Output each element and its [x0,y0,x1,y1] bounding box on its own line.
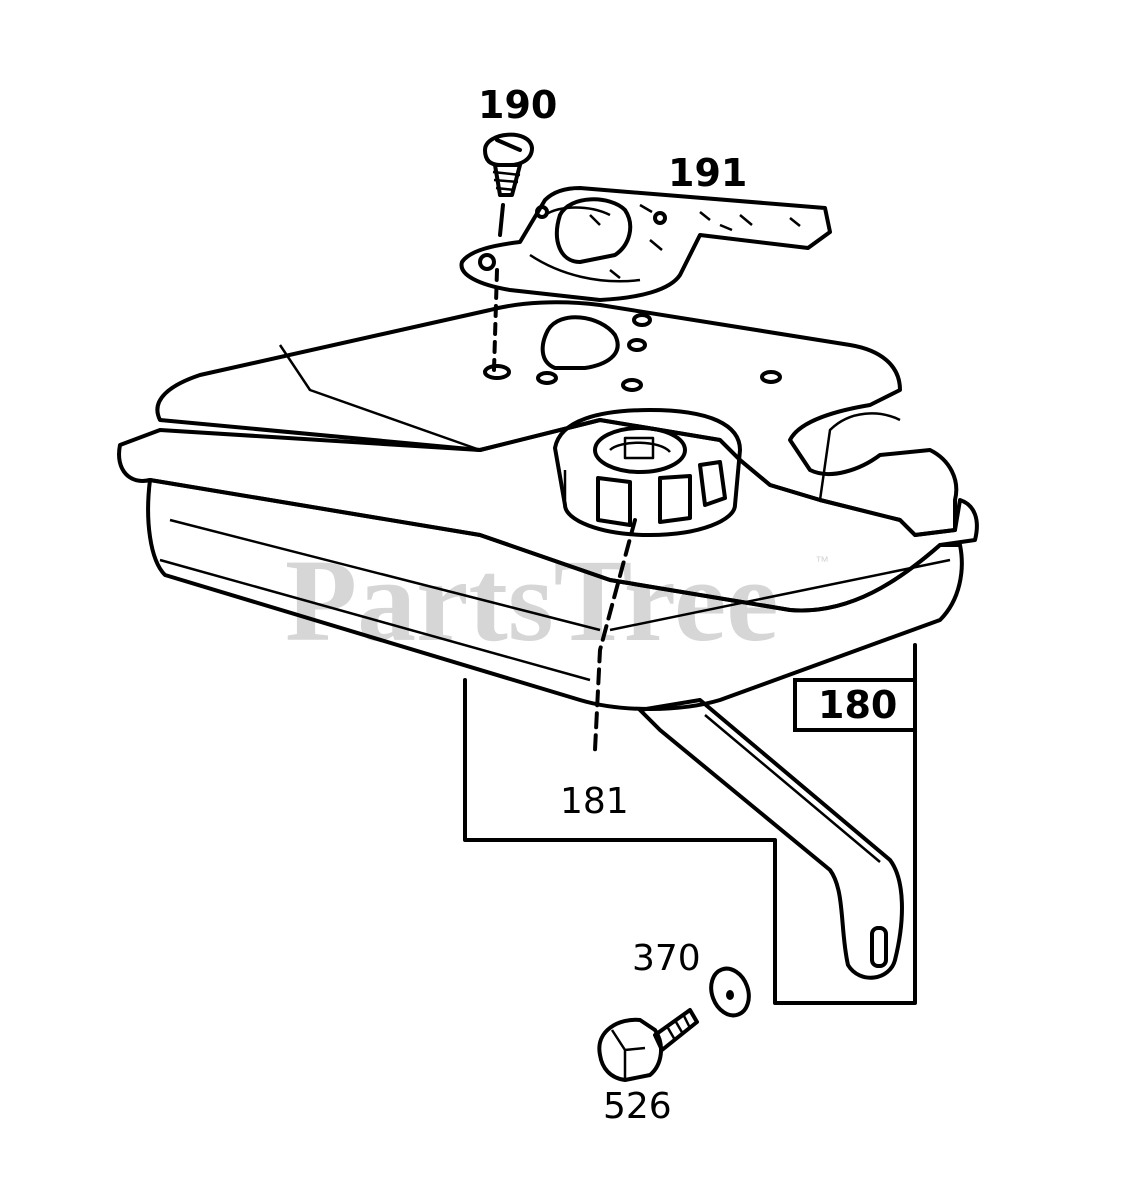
part-label-370: 370 [632,938,701,979]
tank-bracket-icon [638,698,904,980]
part-label-190: 190 [478,83,557,127]
part-label-180: 180 [818,683,897,727]
gasket-icon [459,186,832,302]
washer-icon [709,966,751,1018]
part-label-181: 181 [560,781,629,822]
bolt-icon [597,1008,699,1082]
part-label-526: 526 [603,1086,672,1127]
fuel-tank-icon [117,300,979,711]
watermark-trademark: ™ [815,553,829,569]
screw-icon [483,132,534,372]
callout-box-180 [463,643,917,1005]
watermark-text: PartsTree [285,535,779,666]
fuel-cap-icon [553,408,742,537]
part-label-191: 191 [668,151,747,195]
leader-line-181 [593,518,637,752]
